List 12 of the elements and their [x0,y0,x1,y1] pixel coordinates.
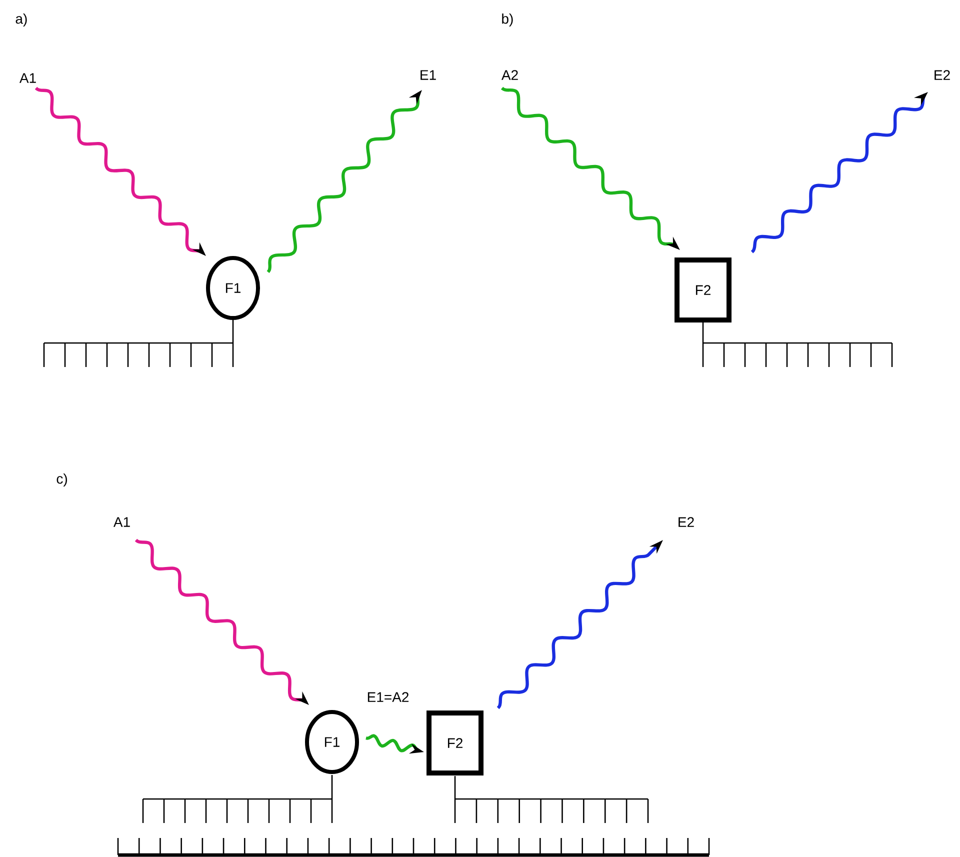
panel-label: c) [56,473,67,487]
node-label: A1 [19,73,36,83]
node-label: A1 [113,517,130,527]
node-label: A2 [501,70,518,80]
edge-label: E1=A2 [366,691,410,703]
node-label: E2 [934,70,950,80]
node-label: E1 [420,70,436,80]
fluorophore-box: F2 [426,710,484,776]
node-label: E2 [678,517,694,527]
panel-label: b) [502,13,513,27]
panel-label: a) [16,13,27,27]
fluorophore-box: F2 [674,258,732,322]
